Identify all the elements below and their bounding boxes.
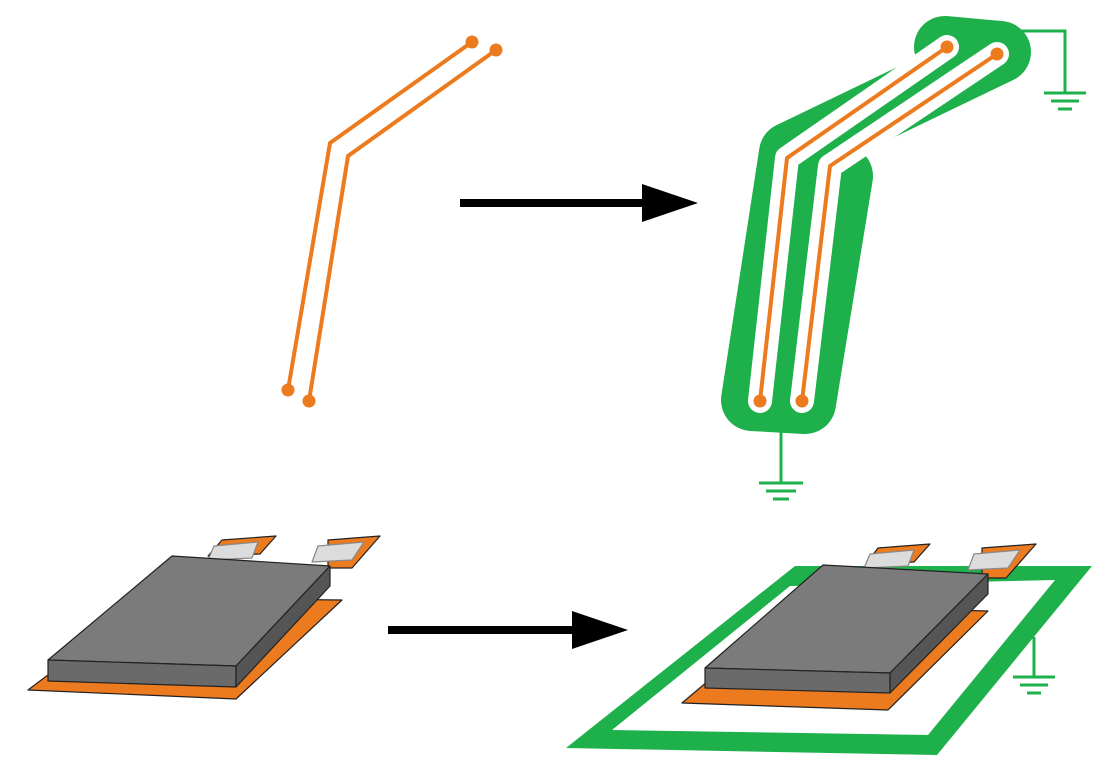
ground-symbol-icon — [1012, 29, 1086, 111]
trace-pad — [940, 40, 954, 54]
trace-pad — [302, 394, 316, 408]
trace-pad — [465, 35, 479, 49]
right-arrow-icon — [460, 184, 698, 222]
bare-trace-left — [286, 40, 474, 392]
component-body-side — [235, 565, 331, 688]
trace-pad — [795, 394, 809, 408]
trace-pad — [990, 47, 1004, 61]
trace-pad — [753, 394, 767, 408]
bare-trace-pads — [281, 35, 503, 408]
trace-pad — [281, 383, 295, 397]
component-terminal — [863, 549, 915, 569]
component-body-front — [704, 667, 891, 694]
guard-ring-frame — [566, 566, 1092, 755]
component-terminal — [311, 541, 365, 563]
bare-trace-right — [307, 48, 498, 403]
ground-symbol-icon — [1013, 637, 1055, 695]
trace-pad — [489, 43, 503, 57]
component-terminal — [207, 541, 259, 561]
bare-component — [27, 535, 381, 700]
ground-symbol-icon — [759, 420, 803, 501]
component-terminal — [967, 549, 1021, 571]
bare-trace-pair — [286, 40, 498, 403]
guarded-component — [566, 543, 1092, 755]
guarded-trace-right — [800, 52, 999, 403]
right-arrow-icon — [388, 611, 628, 649]
guarded-trace-pair — [721, 16, 1031, 434]
guarded-trace-left — [758, 45, 949, 403]
component-body-side — [889, 573, 989, 694]
